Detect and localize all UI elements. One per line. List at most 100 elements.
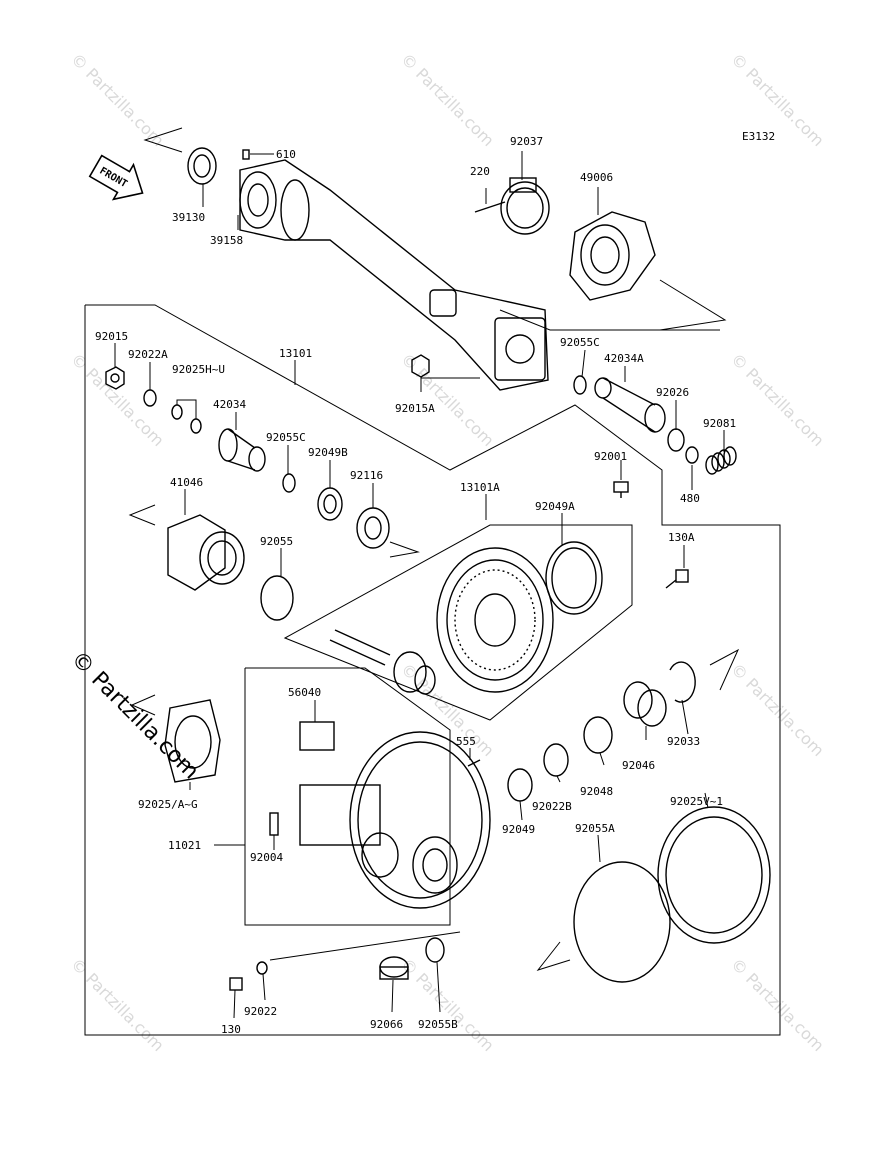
ring-gear-13101A: [436, 547, 554, 693]
label-92055B: 92055B: [418, 1018, 458, 1031]
washer-92022A: [143, 389, 157, 407]
label-39158: 39158: [210, 234, 243, 247]
watermark: © Partzilla.com: [397, 659, 498, 760]
washer-92026: [667, 428, 685, 452]
part-labels: 610 39130 39158 220 92037 49006 92015 92…: [95, 135, 736, 1036]
stud-92004: [269, 812, 279, 836]
gasket-92025AG: [164, 699, 221, 783]
shim-92025HU-a: [171, 404, 183, 420]
label-92055C-b: 92055C: [266, 431, 306, 444]
label-92001: 92001: [594, 450, 627, 463]
o-ring-92055C-b: [282, 473, 296, 493]
label-92015: 92015: [95, 330, 128, 343]
watermark: © Partzilla.com: [727, 349, 828, 450]
pin-610: [242, 149, 250, 160]
label-92048: 92048: [580, 785, 613, 798]
o-ring-92055C-a: [573, 375, 587, 395]
watermark: © Partzilla.com: [727, 954, 828, 1055]
axle-housing: [239, 159, 549, 391]
label-92022: 92022: [244, 1005, 277, 1018]
label-92015A: 92015A: [395, 402, 435, 415]
label-41046: 41046: [170, 476, 203, 489]
label-555: 555: [456, 735, 476, 748]
bolt-220: [474, 201, 506, 213]
label-92116: 92116: [350, 469, 383, 482]
plug-92066: [379, 956, 409, 980]
watermark: © Partzilla.com: [67, 349, 168, 450]
label-92049A: 92049A: [535, 500, 575, 513]
sleeve-42034A: [594, 377, 666, 433]
label-92033: 92033: [667, 735, 700, 748]
watermark: © Partzilla.com: [397, 954, 498, 1055]
label-42034: 42034: [213, 398, 246, 411]
bearing-92116: [356, 507, 390, 549]
label-39130: 39130: [172, 211, 205, 224]
watermark: © Partzilla.com: [67, 954, 168, 1055]
label-130: 130: [221, 1023, 241, 1036]
label-92081: 92081: [703, 417, 736, 430]
label-92046: 92046: [622, 759, 655, 772]
label-130A: 130A: [668, 531, 695, 544]
shim-480: [685, 446, 699, 464]
label-92004: 92004: [250, 851, 283, 864]
gasket-92025V1: [657, 806, 771, 944]
bolt-92001: [613, 481, 629, 493]
seal-92049: [507, 768, 533, 802]
label-92049B: 92049B: [308, 446, 348, 459]
nut-92015A: [411, 354, 430, 378]
label-92037: 92037: [510, 135, 543, 148]
label-56040: [299, 721, 335, 751]
clamp-92037: [500, 181, 550, 235]
label-92022A: 92022A: [128, 348, 168, 361]
label-92025V1: 92025V~1: [670, 795, 723, 808]
label-92066: 92066: [370, 1018, 403, 1031]
label-92055A: 92055A: [575, 822, 615, 835]
label-92022B: 92022B: [532, 800, 572, 813]
boot-49006: [569, 211, 656, 301]
leader-lines: [114, 151, 725, 1019]
label-92049: 92049: [502, 823, 535, 836]
housing-41046: [167, 514, 245, 591]
o-ring-92055: [260, 575, 294, 621]
seal-92049B: [317, 487, 343, 521]
shim-92025HU-b: [190, 418, 202, 434]
front-arrow: FRONT: [88, 154, 144, 201]
bearing-92046: [623, 681, 667, 727]
label-92026: 92026: [656, 386, 689, 399]
bolt-130: [229, 977, 243, 991]
frame-lines: [84, 304, 781, 1036]
label-92025HU: 92025H~U: [172, 363, 225, 376]
label-13101A: 13101A: [460, 481, 500, 494]
shim-92022B: [543, 743, 569, 777]
watermark: © Partzilla.com: [67, 49, 168, 150]
coupling-42034: [218, 428, 266, 472]
label-49006: 49006: [580, 171, 613, 184]
guide-arrows: [128, 127, 740, 971]
label-220: 220: [470, 165, 490, 178]
label-480: 480: [680, 492, 700, 505]
label-92055C-a: 92055C: [560, 336, 600, 349]
label-92025AG: 92025/A~G: [138, 798, 198, 811]
o-ring-92055B: [425, 937, 445, 963]
boot-39130: [187, 147, 217, 185]
label-11021: 11021: [168, 839, 201, 852]
side-watermark: © Partzilla.com: [66, 647, 204, 785]
spring-92081: [705, 446, 737, 475]
watermark: © Partzilla.com: [727, 659, 828, 760]
label-92055: 92055: [260, 535, 293, 548]
o-ring-92055A: [573, 861, 671, 983]
diagram-code: E3132: [742, 130, 775, 143]
label-42034A: 42034A: [604, 352, 644, 365]
watermark: © Partzilla.com: [397, 49, 498, 150]
label-13101: 13101: [279, 347, 312, 360]
pinion-shaft: [329, 629, 436, 695]
circlip-92033: [669, 661, 696, 703]
seal-92049A: [545, 541, 603, 615]
sleeve-92048: [583, 716, 613, 754]
label-610: 610: [276, 148, 296, 161]
washer-92022: [256, 961, 268, 975]
gear-case-11021: [299, 731, 491, 909]
watermarks: © Partzilla.com © Partzilla.com © Partzi…: [67, 49, 828, 1055]
nut-92015: [105, 366, 125, 390]
